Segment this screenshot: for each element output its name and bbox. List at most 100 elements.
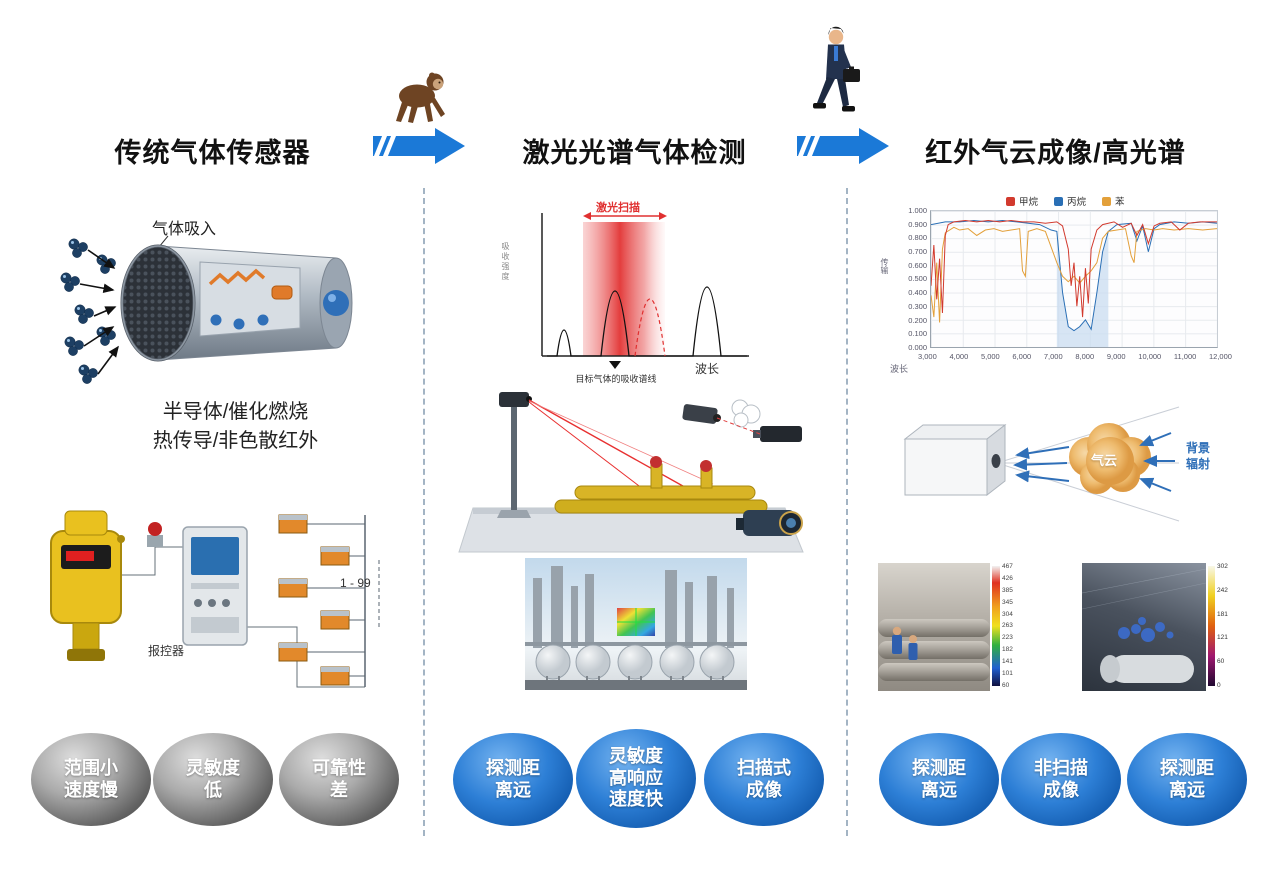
column-title-infrared: 红外气云成像/高光谱 <box>925 138 1186 168</box>
chart-series-lines <box>931 211 1217 347</box>
limitation-bubble-reliability: 可靠性差 <box>279 733 399 826</box>
laser-detection-scene <box>458 392 804 553</box>
bubble-text-line: 探测距 <box>486 757 540 778</box>
evolution-arrow-2-head <box>859 128 889 164</box>
thermal-scale-value: 302 <box>1217 563 1228 570</box>
column-title-laser: 激光光谱气体检测 <box>522 138 747 168</box>
sensor-caption: 半导体/催化燃烧热传导/非色散红外 <box>118 398 353 456</box>
sensor-count-label: 1 - 99 <box>340 576 371 590</box>
propane-color-swatch <box>1054 196 1064 206</box>
bubble-text-line: 差 <box>330 779 348 800</box>
bubble-text-line: 探测距 <box>1160 757 1214 778</box>
x-tick-label: 5,000 <box>980 352 1000 361</box>
x-tick-label: 6,000 <box>1012 352 1032 361</box>
bubble-text-line: 探测距 <box>912 757 966 778</box>
wavelength-label-middle: 波长 <box>695 362 720 376</box>
thermal-scale-value: 242 <box>1217 586 1228 594</box>
thermal-scale-value: 467 <box>1002 563 1013 570</box>
y-tick-label: 0.400 <box>908 288 927 298</box>
thermal-scale-value: 60 <box>1002 681 1010 689</box>
target-gas-label: 目标气体的吸收谱线 <box>575 374 657 384</box>
advantage-bubble-laser-scan: 扫描式成像 <box>704 733 824 826</box>
advantage-bubble-ir-distance-2: 探测距离远 <box>1127 733 1247 826</box>
thermal-scale-value: 182 <box>1002 646 1013 654</box>
laser-scan-label: 激光扫描 <box>596 202 640 214</box>
advantage-bubble-ir-nonscan: 非扫描成像 <box>1001 733 1121 826</box>
y-tick-label: 0.000 <box>908 342 927 352</box>
y-tick-label: 0.600 <box>908 260 927 270</box>
thermal-scale-value: 345 <box>1002 598 1013 606</box>
advantage-bubble-laser-sensitivity: 灵敏度高响应速度快 <box>576 729 696 828</box>
x-tick-label: 3,000 <box>918 352 937 361</box>
refinery-photo <box>525 558 747 690</box>
x-tick-label: 8,000 <box>1075 352 1095 361</box>
chimpanzee-icon <box>396 72 445 123</box>
limitation-bubble-sensitivity: 灵敏度低 <box>153 733 273 826</box>
radiation-label-line: 辐射 <box>1186 457 1211 472</box>
bubble-text-line: 离远 <box>1169 779 1205 800</box>
legend-item-methane: 甲烷 <box>1006 194 1038 208</box>
bubble-text-line: 非扫描 <box>1034 757 1088 778</box>
thermal-right-colorbar <box>1208 566 1215 686</box>
businessman-icon <box>813 26 860 112</box>
gas-intake-label: 气体吸入 <box>152 221 217 238</box>
evolution-arrow-2 <box>797 136 859 156</box>
controller-label: 报控器 <box>148 644 185 658</box>
wavelength-label-right: 波长 <box>890 364 909 374</box>
transmission-ylabel: 传输 <box>880 258 889 274</box>
bubble-text-line: 离远 <box>495 779 531 800</box>
column-divider-2 <box>846 188 848 836</box>
advantage-bubble-laser-distance: 探测距离远 <box>453 733 573 826</box>
legend-item-benzene: 苯 <box>1102 194 1125 208</box>
column-divider-1 <box>423 188 425 836</box>
thermal-scale-value: 141 <box>1002 658 1013 666</box>
legend-item-propane: 丙烷 <box>1054 194 1086 208</box>
x-tick-label: 4,000 <box>949 352 969 361</box>
bubble-text-line: 范围小 <box>64 757 118 778</box>
background-radiation-label: 背景辐射 <box>1186 440 1210 472</box>
chart-plot-area <box>930 210 1218 348</box>
advantage-bubble-ir-distance-1: 探测距离远 <box>879 733 999 826</box>
bubble-text-line: 可靠性 <box>312 757 366 778</box>
bubble-text-line: 低 <box>204 779 222 800</box>
x-tick-label: 12,000 <box>1209 352 1232 361</box>
bubble-text-line: 速度慢 <box>64 779 118 800</box>
limitation-bubble-range: 范围小速度慢 <box>31 733 151 826</box>
thermal-scale-value: 0 <box>1217 681 1221 689</box>
bubble-text-line: 灵敏度 <box>609 745 663 766</box>
evolution-arrow-1-head <box>435 128 465 164</box>
thermal-scale-value: 426 <box>1002 574 1013 582</box>
gas-cloud-label: 气云 <box>1090 453 1117 468</box>
bubble-text-line: 成像 <box>746 779 782 800</box>
thermal-scale-value: 385 <box>1002 586 1013 594</box>
thermal-scale-value: 304 <box>1002 610 1013 618</box>
y-tick-label: 0.900 <box>908 219 927 229</box>
x-tick-label: 11,000 <box>1173 352 1197 361</box>
thermal-scale-value: 60 <box>1217 658 1225 666</box>
absorption-ylabel: 吸收强度 <box>501 242 510 282</box>
y-tick-label: 0.300 <box>908 301 927 311</box>
bubble-text-line: 高响应 <box>609 767 663 788</box>
sensor-caption-line: 半导体/催化燃烧 <box>162 401 309 423</box>
thermal-right-photo <box>1082 563 1206 691</box>
gas-sensor-figure <box>60 235 353 384</box>
absorption-spectrum-figure <box>541 212 749 369</box>
sensor-caption-line: 热传导/非色散红外 <box>152 430 319 452</box>
x-tick-label: 7,000 <box>1043 352 1063 361</box>
methane-color-swatch <box>1006 196 1015 206</box>
bubble-text-line: 灵敏度 <box>186 757 240 778</box>
thermal-scale-value: 181 <box>1217 610 1228 618</box>
y-tick-label: 0.700 <box>908 247 927 257</box>
y-tick-label: 0.200 <box>908 315 927 325</box>
chart-legend: 甲烷 丙烷 苯 <box>1006 194 1125 208</box>
bubble-text-line: 扫描式 <box>737 757 791 778</box>
bubble-text-line: 成像 <box>1043 779 1079 800</box>
column-title-traditional: 传统气体传感器 <box>114 138 311 168</box>
gas-cloud-diagram <box>903 406 1180 522</box>
